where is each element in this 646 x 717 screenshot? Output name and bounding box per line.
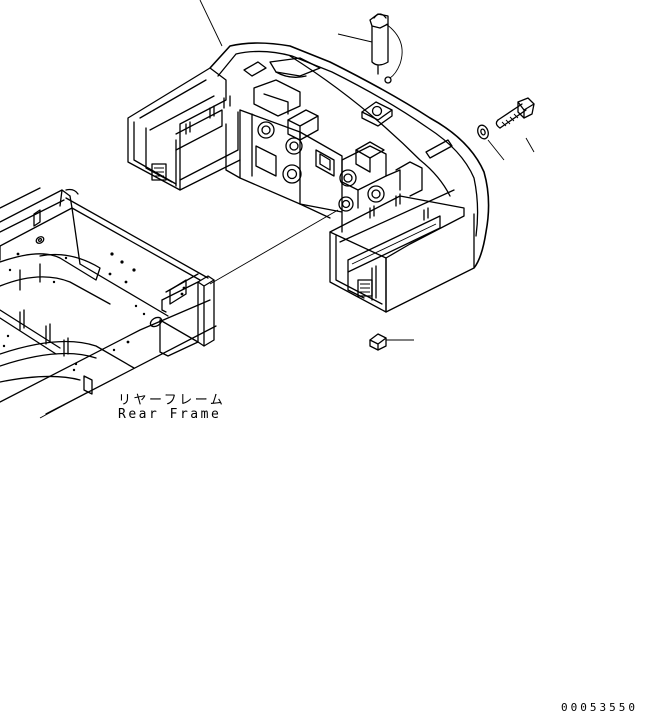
- lock-pin: [369, 13, 403, 84]
- frame-label-japanese: リヤーフレーム: [118, 393, 226, 408]
- rear-frame: [0, 187, 217, 415]
- frame-label-english: Rear Frame: [118, 407, 222, 422]
- leader-lines: [39, 0, 535, 419]
- counterweight: [127, 42, 490, 313]
- washer: [477, 124, 489, 140]
- bolt: [495, 97, 535, 129]
- plug: [369, 333, 387, 351]
- drawing-number: 00053550: [561, 701, 638, 714]
